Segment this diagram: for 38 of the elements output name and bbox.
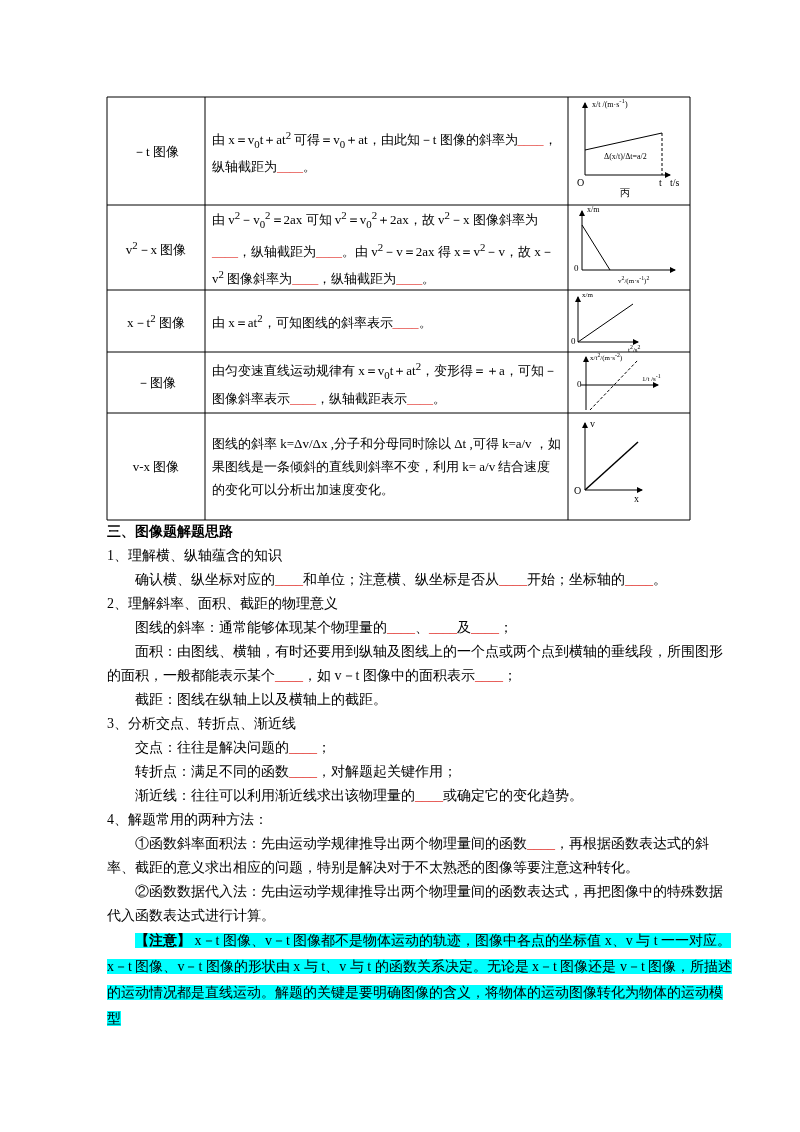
explanation-text: 由 x＝v$_{0}$t＋at$^{2}$ 可得＝v$_{0}$＋at，由此知－t 图像的斜率为____，纵轴截距为____。 (212, 127, 558, 177)
graph-type-name: v-x 图像 (132, 458, 180, 476)
axis-label: v (590, 419, 595, 429)
axis-label: x (634, 494, 639, 504)
paragraph: 交点：往往是解决问题的____； (134, 739, 332, 757)
explanation-text: 由 x＝at$^{2}$，可知图线的斜率表示____。 (212, 311, 432, 333)
axis-label: O (574, 486, 582, 496)
paragraph: 图线的斜率：通常能够体现某个物理量的____、____及____； (134, 619, 514, 637)
axis-label: 0 (574, 264, 579, 273)
graph-type-name: x－t$^{2}$ 图像 (127, 311, 185, 333)
axis-label: O (577, 178, 585, 188)
explanation-text: 由 v$^{2}$－v$_{0}$$^{2}$＝2ax 可知 v$^{2}$＝v$_{0}$$^{2}$＋2ax，故 v$^{2}$－x 图像斜率为____，纵轴截距为____。由 v$^{2}$－v＝2ax 得 x＝v$^{2}$－v，故 x－v$^{2}$ 图像斜率为____，纵轴截距为____。 (212, 208, 555, 289)
paragraph: ②函数数据代入法：先由运动学规律推导出两个物理量间的函数表达式，再把图像中的特殊数据代入函数表达式进行计算。 (107, 883, 724, 925)
graph-caption: 丙 (620, 188, 630, 198)
subheading: 4、解题常用的两种方法： (107, 811, 269, 829)
slope-formula: Δ(x/t)/Δt=a/2 (604, 153, 647, 161)
graph-type-name: v$^{2}$－x 图像 (125, 237, 187, 260)
paragraph: ①函数斜率面积法：先由运动学规律推导出两个物理量间的函数____，再根据函数表达式的斜率、截距的意义求出相应的问题，特别是解决对于不太熟悉的图像等要注意这种转化。 (107, 835, 710, 877)
graph-type-name: －t 图像 (133, 142, 179, 161)
subheading: 1、理解横、纵轴蕴含的知识 (107, 547, 283, 565)
subheading: 3、分析交点、转折点、渐近线 (107, 715, 297, 733)
axis-label: x/t /(m·s$^{-1}$) (592, 98, 628, 109)
paragraph: 确认横、纵坐标对应的____和单位；注意横、纵坐标是否从____开始；坐标轴的____。 (134, 571, 668, 589)
paragraph: 截距：图线在纵轴上以及横轴上的截距。 (134, 691, 388, 709)
section-heading: 三、图像题解题思路 (107, 523, 234, 541)
axis-label: t (659, 178, 662, 188)
highlighted-note: 【注意】 x－t 图像、v－t 图像都不是物体运动的轨迹，图像中各点的坐标值 x、v 与 t 一一对应。x－t 图像、v－t 图像的形状由 x 与 t、v 与 t 的函数关系决定。无论是 x－t 图像还是 v－t 图像，所描述的运动情况都是直线运动。解题的关键是要明确图像的含义，将物体的运动图像转化为物体的运动模型 (107, 932, 734, 1028)
axis-label: 0 (571, 337, 576, 346)
paragraph: 面积：由图线、横轴，有时还要用到纵轴及图线上的一个点或两个点到横轴的垂线段，所围图形的面积，一般都能表示某个____，如 v－t 图像中的面积表示____； (107, 643, 724, 685)
axis-label: t/s (670, 178, 680, 188)
graph-type-name: －图像 (136, 374, 176, 392)
axis-label: x/m (587, 206, 600, 214)
paragraph: 渐近线：往往可以利用渐近线求出该物理量的____或确定它的变化趋势。 (134, 787, 584, 805)
paragraph: 转折点：满足不同的函数____，对解题起关键作用； (134, 763, 458, 781)
axis-label: 0 (577, 380, 582, 389)
explanation-text: 图线的斜率 k=Δv/Δx ,分子和分母同时除以 Δt ,可得 k=a/v ，如果图线是一条倾斜的直线则斜率不变，利用 k= a/v 结合速度的变化可以分析出加速度变化。 (212, 435, 561, 499)
explanation-text: 由匀变速直线运动规律有 x＝v$_{0}$t＋at$^{2}$，变形得＝＋a，可知－图像斜率表示____，纵轴截距表示____。 (212, 359, 558, 408)
subheading: 2、理解斜率、面积、截距的物理意义 (107, 595, 339, 613)
